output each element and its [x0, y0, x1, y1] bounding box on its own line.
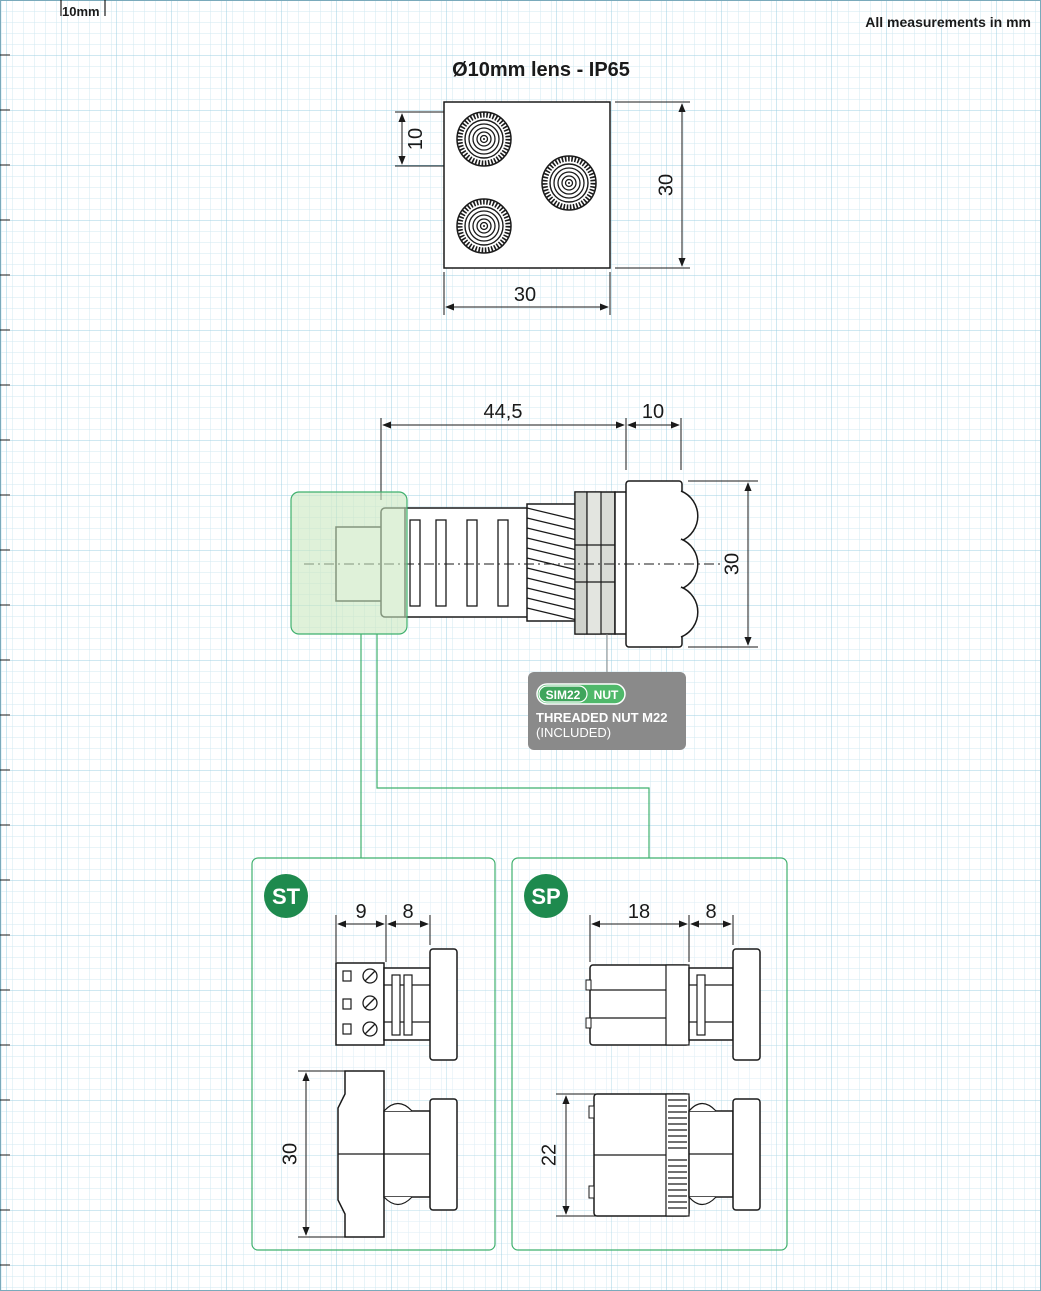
st-terminal-block [335, 948, 458, 1061]
sp-badge-label: SP [531, 884, 560, 909]
dim-lens-label: 10 [405, 128, 427, 150]
left-ruler [0, 54, 10, 1266]
variant-st-panel: ST 9 8 3 [251, 857, 496, 1251]
nut-badge: SIM22 NUT THREADED NUT M22 (INCLUDED) [528, 672, 686, 750]
front-view-title: Ø10mm lens - IP65 [452, 59, 630, 81]
dim-front-width-label: 30 [514, 284, 536, 306]
sp-badge [524, 874, 568, 918]
sp-plug-top [585, 948, 761, 1061]
sp-plug-side [588, 1093, 761, 1217]
nut-badge-line1: THREADED NUT M22 [536, 710, 667, 725]
lens-dome [680, 490, 699, 542]
st-badge [264, 874, 308, 918]
thread [526, 503, 578, 622]
side-view: 44,5 10 30 [290, 401, 758, 858]
lens-dome [680, 586, 699, 638]
st-side-body [337, 1070, 458, 1238]
variant-sp-panel: SP 18 8 22 [511, 857, 788, 1251]
st-dim-a-label: 9 [355, 901, 366, 923]
scale-indicator: 10mm [60, 0, 106, 19]
lens-icon [542, 156, 596, 210]
st-dim-b-label: 8 [402, 901, 413, 923]
dim-lens-depth-label: 10 [642, 401, 664, 423]
rear-connector-highlight [290, 491, 408, 635]
sp-dim-height-label: 22 [538, 1144, 560, 1166]
sp-dim-b-label: 8 [705, 901, 716, 923]
front-view: Ø10mm lens - IP65 10 30 30 [395, 59, 690, 315]
dim-front-height-label: 30 [655, 174, 677, 196]
nut-logo-suffix: NUT [594, 688, 619, 702]
lens-icon [457, 112, 511, 166]
dim-body-length-label: 44,5 [484, 401, 523, 423]
threaded-nut [574, 491, 628, 635]
nut-logo-text: SIM22 [546, 688, 581, 702]
units-note: All measurements in mm [865, 14, 1031, 30]
lens-icon [457, 199, 511, 253]
st-badge-label: ST [272, 884, 301, 909]
sp-dim-a-label: 18 [628, 901, 650, 923]
dim-side-height-label: 30 [721, 553, 743, 575]
link-line-sp [376, 634, 650, 858]
st-dim-height-label: 30 [279, 1143, 301, 1165]
scale-label: 10mm [62, 4, 100, 19]
nut-badge-line2: (INCLUDED) [536, 725, 611, 740]
